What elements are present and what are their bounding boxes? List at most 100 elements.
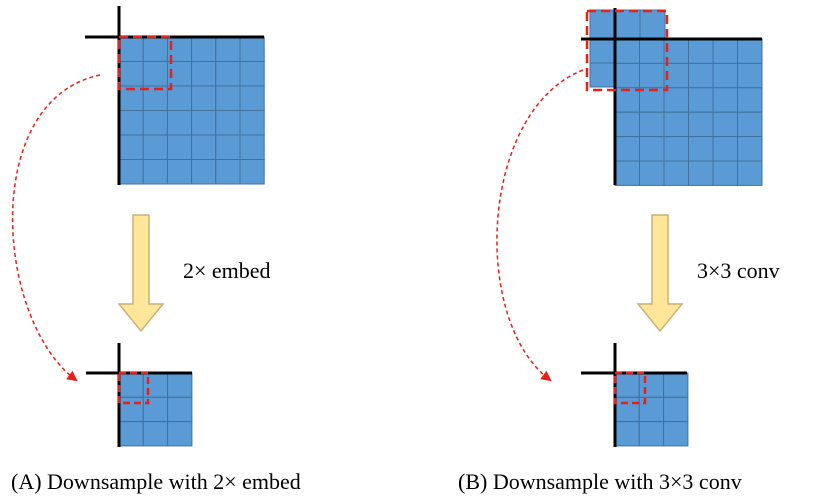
panel-b-mapping-curve: [496, 69, 584, 382]
panel-a-input-grid: [118, 36, 265, 185]
panel-a-input-cell: [142, 36, 168, 62]
panel-b-operation-label: 3×3 conv: [697, 258, 780, 283]
panel-b: 3×3 conv (B) Downsample with 3×3 conv: [458, 8, 780, 494]
panel-b-input-cell: [614, 111, 640, 138]
panel-a-mapping-curve: [11, 74, 101, 382]
panel-b-input-cell: [663, 136, 689, 162]
panel-b-output-cell: [638, 396, 665, 423]
panel-a-input-sampling-window: [117, 35, 173, 91]
panel-b-output-feature-map: [581, 343, 689, 447]
panel-b-output-cell: [663, 372, 689, 398]
panel-b-output-cell: [614, 421, 640, 447]
panel-a-output-feature-map: [86, 343, 193, 447]
panel-b-input-cell: [639, 111, 665, 138]
panel-b-input-cell: [712, 111, 738, 138]
panel-b-input-cell: [712, 62, 738, 89]
panel-b-input-cell: [614, 160, 640, 186]
panel-b-input-cell: [688, 87, 714, 113]
panel-b-input-cell: [737, 136, 763, 162]
panel-a-input-cell: [215, 159, 241, 185]
panel-a-output-cell: [167, 396, 193, 423]
panel-a-output-cell: [118, 421, 144, 447]
panel-a-output-cell: [118, 396, 144, 423]
panel-b-output-cell: [614, 372, 640, 398]
panel-a-input-cell: [118, 134, 144, 160]
panel-b-input-cell: [639, 160, 665, 186]
panel-a-input-cell: [142, 110, 168, 136]
panel-a-input-cell: [215, 85, 241, 111]
panel-a-input-cell: [118, 110, 144, 136]
panel-b-output-sampling-window: [613, 371, 647, 405]
panel-a-input-cell: [191, 110, 217, 136]
panel-a-down-arrow: [117, 214, 165, 333]
panel-a-input-cell: [142, 159, 168, 185]
panel-b-input-cell: [688, 62, 714, 89]
panel-b-input-cell: [639, 136, 665, 162]
panel-b-input-cell: [663, 111, 689, 138]
panel-a-input-cell: [239, 36, 265, 62]
panel-a-input-cell: [215, 110, 241, 136]
panel-b-input-sampling-window: [585, 9, 669, 92]
panel-a-input-cell: [239, 110, 265, 136]
panel-a-input-cell: [142, 134, 168, 160]
panel-a-input-cell: [166, 110, 193, 136]
panel-b-input-cell: [639, 38, 665, 64]
panel-a-output-cell: [167, 372, 193, 398]
panel-a-input-cell: [239, 85, 265, 111]
panel-b-input-cell: [614, 136, 640, 162]
panel-a-output-sampling-window: [117, 371, 150, 405]
panel-a-input-cell: [239, 134, 265, 160]
panel-a: 2× embed (A) Downsample with 2× embed: [11, 6, 301, 494]
panel-b-padding-cell: [589, 38, 616, 64]
panel-b-down-arrow: [636, 214, 684, 333]
panel-b-padding-cell: [639, 9, 666, 40]
panel-b-output-cell: [663, 421, 689, 447]
panel-b-input-cell: [737, 38, 763, 64]
panel-b-input-feature-map: [581, 8, 763, 186]
panel-b-input-cell: [688, 111, 714, 138]
panel-a-input-cell: [239, 61, 265, 87]
panel-b-input-cell: [712, 160, 738, 186]
panel-b-output-grid: [614, 372, 689, 447]
panel-a-input-cell: [166, 134, 193, 160]
panel-a-input-feature-map: [85, 6, 265, 185]
panel-b-input-cell: [614, 38, 640, 64]
panel-a-output-cell: [167, 421, 193, 447]
panel-a-operation-label: 2× embed: [183, 258, 271, 283]
panel-b-input-cell: [614, 87, 640, 113]
panel-a-input-cell: [191, 159, 217, 185]
panel-b-input-grid: [614, 38, 763, 186]
panel-b-input-cell: [688, 38, 714, 64]
panel-b-padding-cells: [589, 9, 666, 88]
panel-a-input-cell: [191, 61, 217, 87]
panel-b-input-cell: [663, 160, 689, 186]
panel-b-input-cell: [688, 160, 714, 186]
panel-b-input-cell: [663, 87, 689, 113]
panel-b-output-cell: [638, 421, 665, 447]
panel-b-output-cell: [614, 396, 640, 423]
panel-a-input-cell: [215, 61, 241, 87]
panel-b-input-cell: [688, 136, 714, 162]
panel-b-input-cell: [737, 160, 763, 186]
panel-a-input-cell: [215, 36, 241, 62]
panel-b-caption: (B) Downsample with 3×3 conv: [458, 469, 742, 494]
panel-a-input-cell: [191, 36, 217, 62]
panel-a-input-cell: [142, 61, 168, 87]
panel-b-input-cell: [614, 62, 640, 89]
panel-b-input-cell: [737, 111, 763, 138]
panel-a-input-cell: [118, 36, 144, 62]
panel-b-input-cell: [639, 62, 665, 89]
panel-a-input-cell: [118, 159, 144, 185]
panel-b-output-cell: [638, 372, 665, 398]
panel-b-input-cell: [712, 136, 738, 162]
panel-b-input-cell: [639, 87, 665, 113]
panel-a-output-cell: [142, 421, 169, 447]
panel-b-output-cell: [663, 396, 689, 423]
panel-a-output-cell: [118, 372, 144, 398]
panel-a-input-cell: [239, 159, 265, 185]
panel-b-input-cell: [737, 87, 763, 113]
panel-a-input-cell: [118, 61, 144, 87]
panel-b-input-cell: [737, 62, 763, 89]
panel-a-input-cell: [215, 134, 241, 160]
